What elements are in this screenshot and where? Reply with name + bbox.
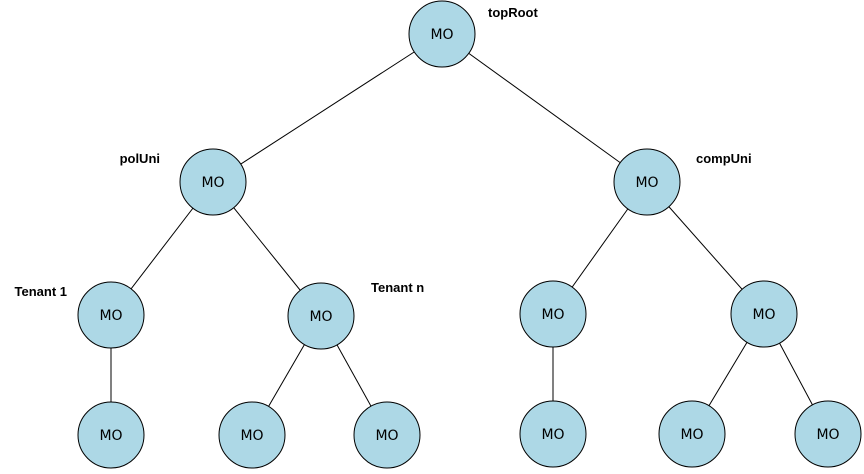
node-text: MO bbox=[99, 428, 122, 444]
tree-node-n3: MO bbox=[77, 281, 145, 349]
tree-node-n1: MO bbox=[179, 148, 247, 216]
node-label-n4: Tenant n bbox=[371, 280, 424, 295]
node-circle bbox=[519, 400, 587, 468]
node-text: MO bbox=[240, 428, 263, 444]
node-text: MO bbox=[680, 427, 703, 443]
node-circle bbox=[408, 0, 476, 68]
node-circle bbox=[730, 280, 798, 348]
node-text: MO bbox=[430, 27, 453, 43]
node-circle bbox=[287, 282, 355, 350]
node-label-n2: compUni bbox=[696, 151, 752, 166]
tree-node-n2: MO bbox=[613, 148, 681, 216]
tree-node-n9: MO bbox=[353, 401, 421, 469]
tree-node-n8: MO bbox=[218, 401, 286, 469]
tree-node-n10: MO bbox=[519, 400, 587, 468]
node-text: MO bbox=[99, 308, 122, 324]
tree-node-n5: MO bbox=[519, 280, 587, 348]
node-circle bbox=[77, 401, 145, 469]
node-label-n3: Tenant 1 bbox=[15, 284, 68, 299]
node-text: MO bbox=[201, 175, 224, 191]
node-circle bbox=[613, 148, 681, 216]
edges-layer bbox=[110, 33, 829, 436]
tree-node-n12: MO bbox=[794, 400, 862, 468]
node-text: MO bbox=[752, 307, 775, 323]
node-circle bbox=[519, 280, 587, 348]
node-label-n1: polUni bbox=[120, 151, 160, 166]
tree-node-n6: MO bbox=[730, 280, 798, 348]
node-text: MO bbox=[541, 427, 564, 443]
node-circle bbox=[353, 401, 421, 469]
node-text: MO bbox=[541, 307, 564, 323]
node-text: MO bbox=[635, 175, 658, 191]
node-circle bbox=[658, 400, 726, 468]
node-circle bbox=[77, 281, 145, 349]
edge-n0-n1 bbox=[212, 33, 443, 183]
node-text: MO bbox=[309, 309, 332, 325]
nodes-layer: MO MO MO MO MO MO MO MO MO MO MO MO MO bbox=[77, 0, 862, 469]
node-text: MO bbox=[375, 428, 398, 444]
node-text: MO bbox=[816, 427, 839, 443]
tree-node-n11: MO bbox=[658, 400, 726, 468]
tree-node-n7: MO bbox=[77, 401, 145, 469]
edge-n0-n2 bbox=[441, 33, 648, 183]
node-label-n0: topRoot bbox=[488, 5, 538, 20]
node-circle bbox=[218, 401, 286, 469]
node-circle bbox=[179, 148, 247, 216]
tree-node-n0: MO bbox=[408, 0, 476, 68]
node-circle bbox=[794, 400, 862, 468]
tree-node-n4: MO bbox=[287, 282, 355, 350]
